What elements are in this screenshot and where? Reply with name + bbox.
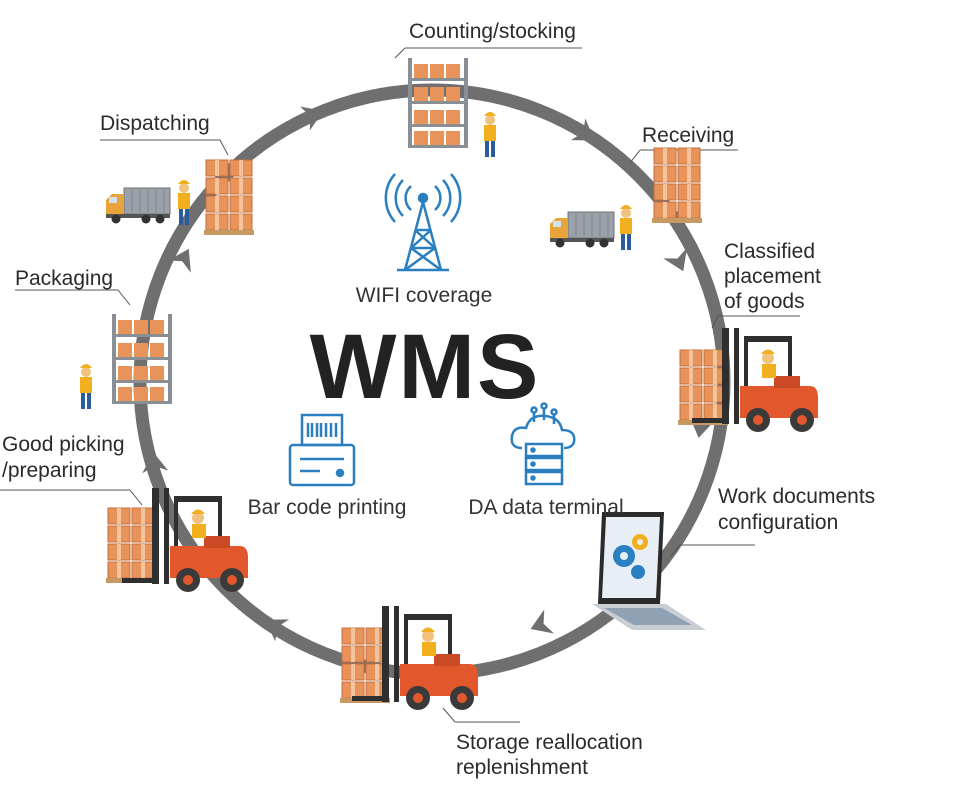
barcode-printer-icon [288, 413, 356, 487]
stage-label-packaging: Packaging [15, 267, 113, 290]
pallet-icon [678, 350, 728, 425]
storage-illustration [340, 606, 478, 710]
laptop-gears-icon [592, 512, 706, 630]
center-title: WMS [310, 316, 541, 418]
cloud-server-icon [510, 402, 576, 486]
wifi-tower-icon [384, 173, 462, 272]
stage-label-counting: Counting/stocking [409, 20, 576, 43]
stage-label-work-docs-1: Work documents [718, 485, 875, 508]
wifi-coverage-label: WIFI coverage [356, 284, 493, 307]
work-docs-illustration [592, 512, 706, 630]
truck-icon [549, 211, 615, 248]
stage-label-storage-1: Storage reallocation [456, 731, 643, 754]
packaging-illustration [80, 314, 172, 409]
dispatching-illustration [105, 160, 254, 235]
stage-label-work-docs-2: configuration [718, 511, 838, 534]
stage-label-dispatching: Dispatching [100, 112, 210, 135]
worker-icon [484, 112, 496, 157]
pallet-icon [106, 508, 156, 583]
classified-illustration [678, 328, 818, 432]
worker-icon [80, 364, 92, 409]
bar-code-printing-label: Bar code printing [248, 496, 407, 519]
stage-label-classified-1: Classified [724, 240, 815, 263]
picking-illustration [106, 488, 248, 592]
stage-label-picking-1: Good picking [2, 433, 125, 456]
counting-illustration [408, 58, 496, 157]
stage-label-picking-2: /preparing [2, 459, 97, 482]
stage-label-classified-3: of goods [724, 290, 805, 313]
shelf-rack-icon [408, 58, 468, 148]
shelf-rack-icon [112, 314, 172, 404]
truck-icon [105, 187, 171, 224]
worker-icon [620, 205, 632, 250]
stage-label-storage-2: replenishment [456, 756, 588, 779]
da-data-terminal-label: DA data terminal [468, 496, 623, 519]
stage-label-classified-2: placement [724, 265, 821, 288]
leader-lines [0, 47, 800, 723]
stage-label-receiving: Receiving [642, 124, 734, 147]
